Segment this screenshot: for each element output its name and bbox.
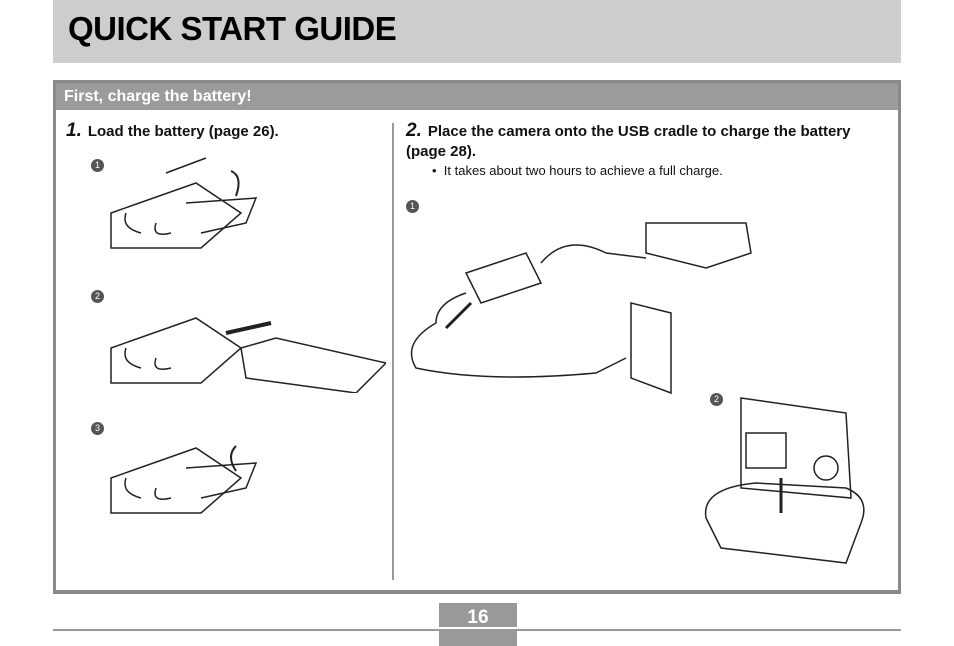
section-box: First, charge the battery! 1. Load the ba… xyxy=(53,80,901,593)
camera-battery-illustration-2 xyxy=(110,317,386,393)
column-divider xyxy=(392,123,394,580)
step-text: Load the battery (page 26). xyxy=(87,123,279,140)
page-title: QUICK START GUIDE xyxy=(68,10,397,47)
charger-connection-illustration xyxy=(410,222,752,395)
step-text: Place the camera onto the USB cradle to … xyxy=(406,123,851,160)
camera-battery-illustration-3 xyxy=(110,445,258,514)
page-header: QUICK START GUIDE xyxy=(53,0,901,63)
marker-1: 1 xyxy=(91,159,104,172)
step-2-note: • It takes about two hours to achieve a … xyxy=(432,163,723,178)
page-number: 16 xyxy=(467,607,489,628)
page-number-badge: 16 xyxy=(439,603,517,646)
step-2: 2.Place the camera onto the USB cradle t… xyxy=(406,121,866,162)
camera-battery-illustration-1 xyxy=(110,157,258,249)
step-number: 1. xyxy=(66,120,82,141)
marker-2: 2 xyxy=(710,393,723,406)
box-bottom-rule xyxy=(53,592,901,594)
marker-1: 1 xyxy=(406,200,419,213)
section-title: First, charge the battery! xyxy=(56,83,898,110)
marker-2: 2 xyxy=(91,290,104,303)
step-1: 1. Load the battery (page 26). xyxy=(66,121,279,142)
marker-3: 3 xyxy=(91,422,104,435)
camera-on-cradle-illustration xyxy=(704,397,865,564)
step-number: 2. xyxy=(406,120,422,141)
note-text: It takes about two hours to achieve a fu… xyxy=(443,163,723,178)
